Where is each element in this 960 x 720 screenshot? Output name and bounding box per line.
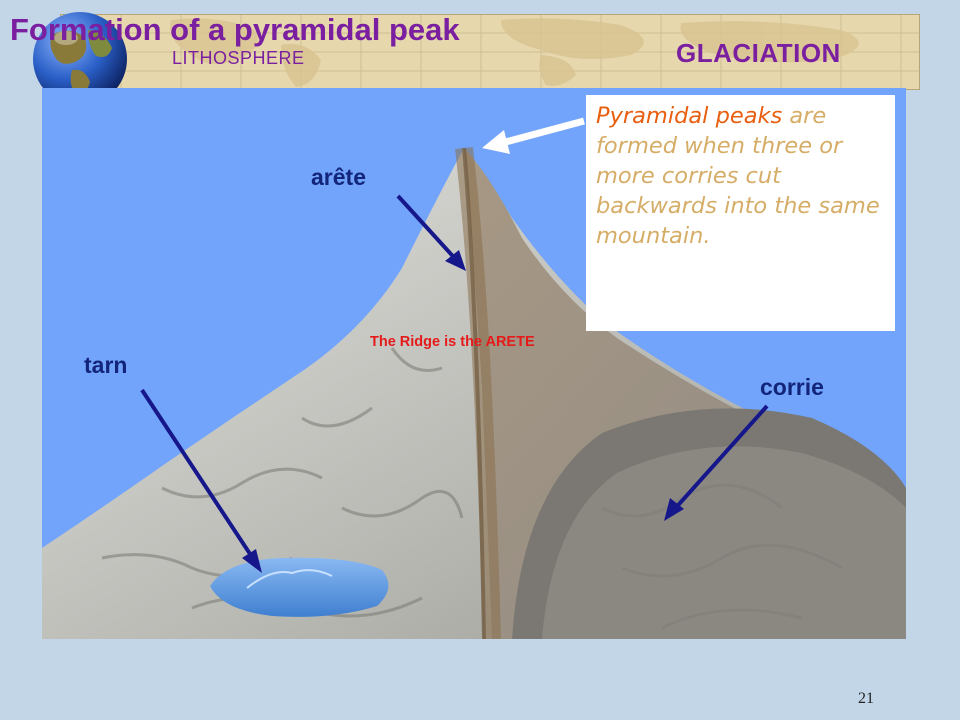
slide-number: 21 <box>858 690 874 707</box>
ridge-note: The Ridge is the ARETE <box>370 334 535 350</box>
label-tarn: tarn <box>84 352 128 378</box>
topic-label: GLACIATION <box>676 38 841 68</box>
definition-term: Pyramidal peaks <box>596 103 783 129</box>
label-corrie: corrie <box>760 374 824 400</box>
header-banner <box>60 14 920 90</box>
page-title: Formation of a pyramidal peak <box>10 12 460 47</box>
label-arete: arête <box>311 164 366 190</box>
definition-text: are formed when three or more corries cu… <box>596 103 880 249</box>
definition-box: Pyramidal peaks are formed when three or… <box>586 95 895 331</box>
mountain-illustration <box>42 88 906 639</box>
globe-icon <box>33 12 127 106</box>
world-map-background <box>61 15 919 89</box>
subject-label: LITHOSPHERE <box>172 48 305 68</box>
white-arrow-icon <box>482 117 585 154</box>
